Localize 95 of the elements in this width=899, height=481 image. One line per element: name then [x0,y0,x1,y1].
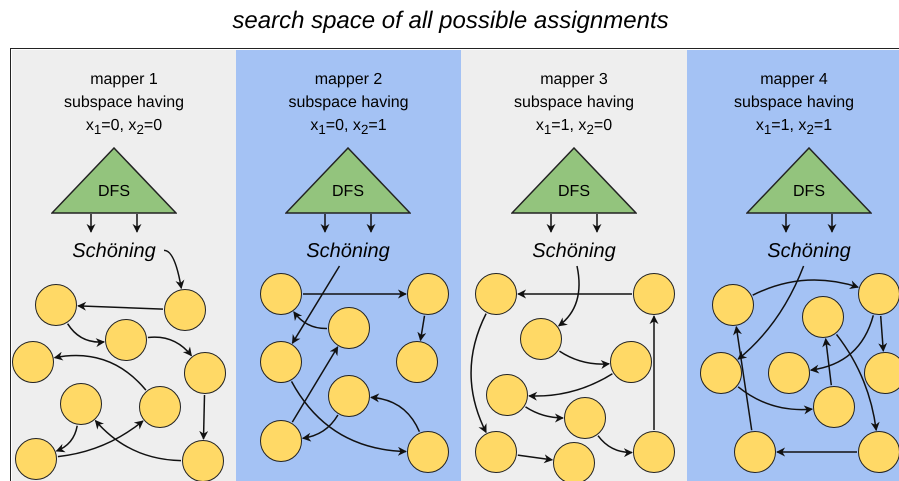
state-circle [712,284,754,326]
state-circle [105,319,147,361]
search-triangle: DFS [746,147,872,214]
mapper-panel [12,50,236,481]
arrow [559,350,610,369]
arrow [58,420,144,458]
state-circle [858,273,899,315]
state-circle [768,352,810,394]
arrow [66,323,105,347]
mapper-panel [687,50,899,481]
state-circle [260,341,302,383]
state-circle [858,431,899,473]
arrow [292,346,338,422]
state-circle [520,318,562,360]
arrow [290,381,407,456]
arrow [558,266,580,326]
state-circle [564,397,606,439]
arrow [733,326,752,430]
arrow [320,214,330,233]
state-circle [813,386,855,428]
state-circle [553,442,595,481]
arrow [525,406,564,422]
state-circle [475,431,517,473]
arrow [836,334,880,432]
panel-heading: mapper 3 subspace having x$_{1}$=1, x$_{2}$=0 [512,70,636,140]
arrow [86,214,96,233]
arrow [738,386,813,414]
mapper-panel [461,50,687,481]
arrow [528,373,613,401]
state-circle [260,273,302,315]
state-circle [184,352,226,394]
arrow [148,336,192,356]
state-circle [864,352,899,394]
arrow [650,315,658,430]
state-circle [260,420,302,462]
panel-heading: mapper 2 subspace having x$_{1}$=0, x$_{2}$=1 [287,70,410,140]
state-circle [486,374,528,416]
state-circle [700,352,742,394]
search-triangle: DFS [285,147,411,214]
state-circle [15,438,57,480]
arrow [303,290,407,298]
arrow [597,435,633,457]
arrow [417,316,426,342]
state-circle [802,296,844,338]
state-circle [328,307,370,349]
state-circle [12,341,54,383]
mapper-panel [236,50,461,481]
arrow [822,338,832,386]
arrow [302,414,339,442]
state-circle [182,440,224,481]
arrow [370,394,420,432]
arrow [366,214,376,233]
arrow [94,420,182,462]
arrow [752,279,859,296]
state-circle [396,341,438,383]
arrow [132,214,142,233]
state-circle [610,341,652,383]
arrow [77,302,164,311]
arrow [56,426,78,452]
arrow [782,214,790,233]
algorithm-label: Schöning [298,238,398,266]
arrow [737,266,804,360]
arrow [546,214,556,233]
arrow [54,352,146,391]
state-circle [475,273,517,315]
state-circle [60,383,102,425]
state-circle [407,273,449,315]
arrow [592,214,602,233]
arrow [470,313,487,434]
state-circle [407,431,449,473]
state-circle [633,431,675,473]
arrow [164,250,184,290]
frame-label: search space of all possible assignments [231,7,670,35]
arrow [199,394,208,440]
panel-heading: mapper 1 subspace having x$_{1}$=0, x$_{2}$=0 [62,70,186,140]
algorithm-label: Schöning [524,238,624,266]
algorithm-label: Schöning [759,238,859,266]
state-circle [328,375,370,417]
state-circle [139,386,181,428]
arrow [828,214,836,233]
state-circle [633,273,675,315]
arrow [810,315,874,374]
arrow [518,454,554,464]
state-circle [35,284,77,326]
search-triangle: DFS [51,147,177,214]
algorithm-label: Schöning [64,238,164,266]
state-circle [734,431,776,473]
state-circle [164,289,206,331]
search-triangle: DFS [511,147,637,214]
arrow [776,448,857,456]
arrow [292,266,340,344]
arrow [293,311,328,330]
arrow [878,316,888,352]
arrow [517,290,632,298]
panel-heading: mapper 4 subspace having x$_{1}$=1, x$_{2}$=1 [732,70,856,140]
